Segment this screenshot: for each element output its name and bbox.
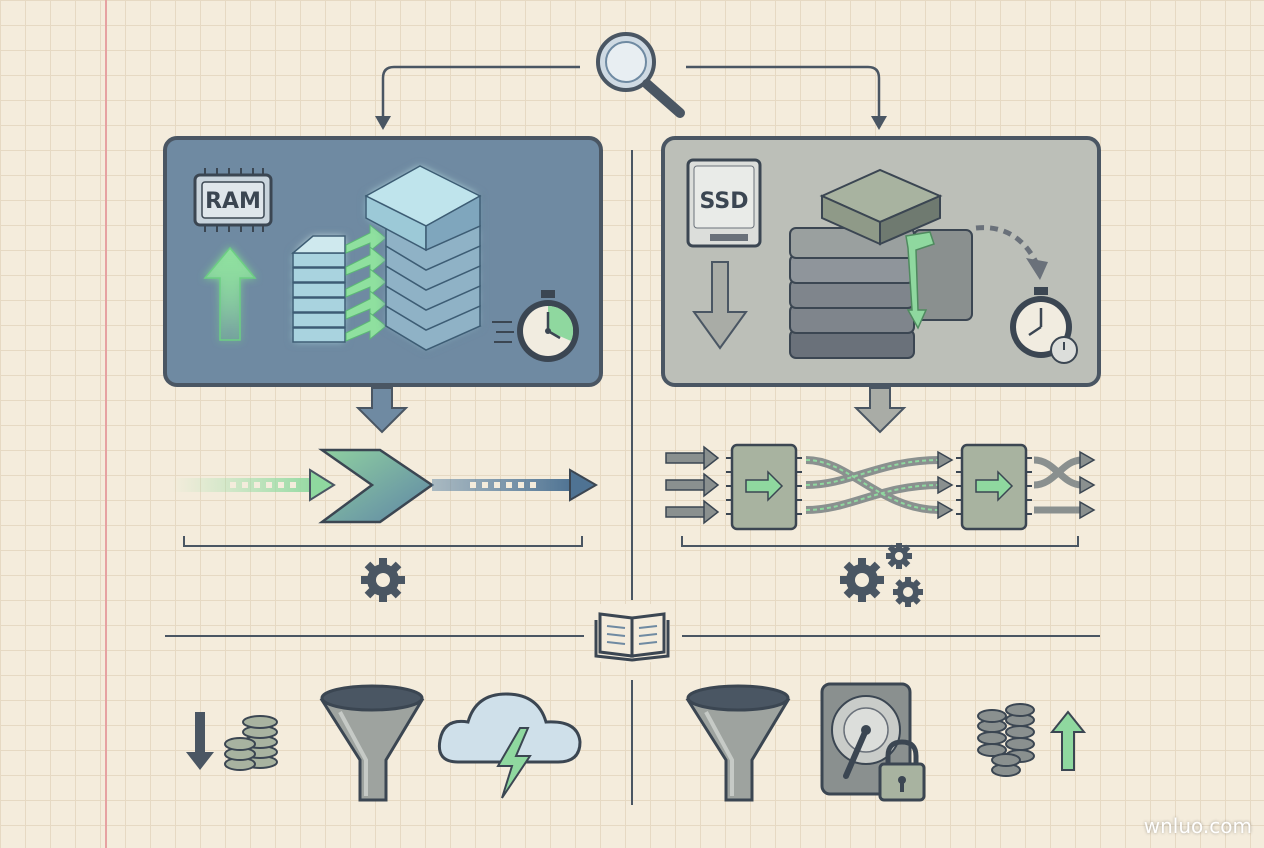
large-block-stack bbox=[364, 165, 482, 351]
ram-panel: RAM bbox=[163, 136, 603, 387]
scattered-write-arrow bbox=[905, 231, 935, 330]
cloud-lightning-icon bbox=[437, 692, 582, 799]
dashed-curve-arrow bbox=[975, 225, 1039, 264]
ssd-chip-label: SSD bbox=[700, 189, 749, 214]
small-up-arrow-icon bbox=[1049, 710, 1087, 771]
arrow-head-right bbox=[871, 116, 887, 130]
stopwatch-icon bbox=[492, 290, 579, 362]
funnel-icon-2 bbox=[685, 684, 791, 802]
controller-chip-2 bbox=[956, 443, 1032, 531]
magnifier-icon bbox=[596, 32, 685, 118]
sequential-stream bbox=[172, 448, 599, 524]
small-down-arrow-icon bbox=[186, 712, 214, 770]
hard-disk-lock-icon bbox=[820, 682, 926, 802]
left-bracket bbox=[183, 536, 583, 547]
funnel-icon bbox=[319, 684, 425, 802]
ssd-drive-icon bbox=[686, 158, 762, 248]
split-arrows bbox=[381, 65, 881, 118]
coin-stack-icon bbox=[224, 715, 278, 771]
server-stack-icon bbox=[789, 168, 973, 359]
gear-icon bbox=[361, 558, 405, 602]
random-access-flow bbox=[665, 443, 1096, 531]
transfer-arrows bbox=[345, 223, 387, 342]
ram-chip-label: RAM bbox=[205, 189, 261, 214]
right-bracket bbox=[681, 536, 1079, 547]
book-icon bbox=[594, 604, 670, 662]
slow-stopwatch-icon bbox=[1010, 287, 1078, 364]
gears-cluster-icon bbox=[840, 543, 923, 607]
arrow-head-left bbox=[375, 116, 391, 130]
controller-chip-1 bbox=[726, 443, 802, 531]
down-arrow-icon bbox=[692, 261, 748, 350]
watermark-text: wnluo.com bbox=[1143, 814, 1252, 838]
ram-chip-icon bbox=[193, 168, 273, 232]
ssd-panel: SSD bbox=[661, 136, 1101, 387]
dashed-arrow-head bbox=[1026, 258, 1048, 280]
up-arrow-icon bbox=[203, 246, 257, 341]
database-stack-icon bbox=[977, 703, 1035, 777]
right-down-arrow bbox=[853, 387, 907, 434]
left-down-arrow bbox=[355, 387, 409, 434]
small-block-stack bbox=[290, 235, 346, 343]
